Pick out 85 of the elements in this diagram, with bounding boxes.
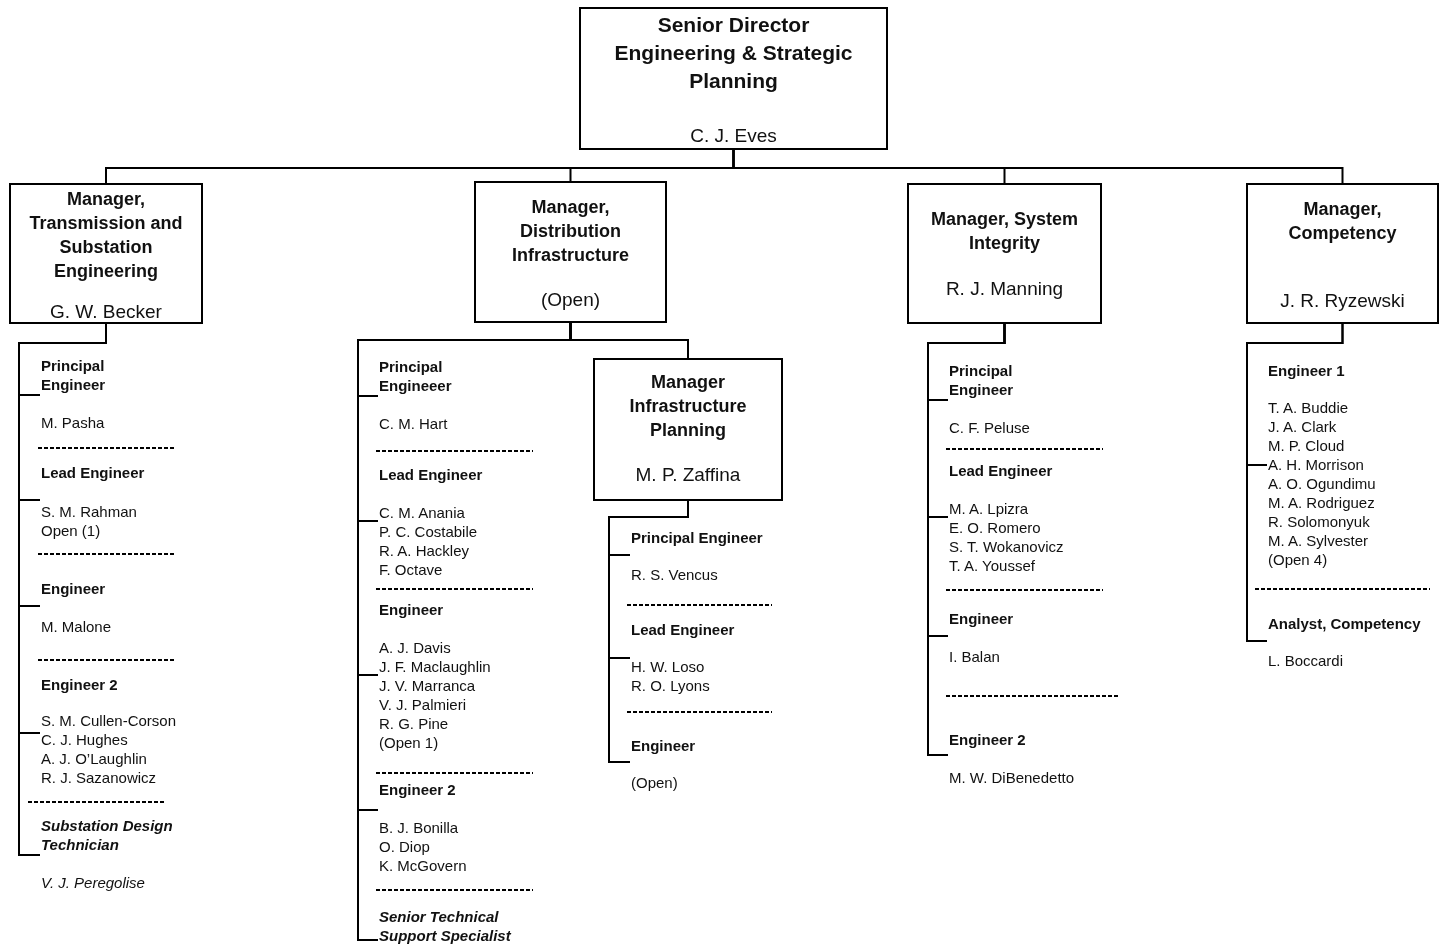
employee-name: M. P. Cloud bbox=[1268, 436, 1345, 455]
employee-name: R. J. Sazanowicz bbox=[41, 768, 157, 787]
employee-name: H. W. Loso bbox=[631, 657, 705, 676]
employee-name: (Open) bbox=[539, 289, 602, 311]
employee-name: (Open 4) bbox=[1268, 550, 1328, 569]
employee-name: I. Balan bbox=[949, 647, 1000, 666]
employee-name: R. A. Hackley bbox=[379, 541, 470, 560]
employee-name: A. J. O’Laughlin bbox=[41, 749, 147, 768]
job-title: Manager, Transmission and Substation Engineering bbox=[28, 188, 184, 283]
employee-name: B. J. Bonilla bbox=[379, 818, 459, 837]
employee-name: F. Octave bbox=[379, 560, 443, 579]
job-title: Senior Technical Support Specialist bbox=[379, 907, 513, 945]
employee-name: (Open 1) bbox=[379, 733, 439, 752]
job-title: Engineer 2 bbox=[949, 730, 1027, 749]
connector-line bbox=[927, 323, 1006, 756]
employee-name: R. J. Manning bbox=[944, 278, 1065, 300]
employee-name: C. M. Hart bbox=[379, 414, 448, 433]
employee-name: S. M. Cullen-Corson bbox=[41, 711, 177, 730]
employee-name: C. J. Eves bbox=[689, 125, 778, 147]
employee-name: G. W. Becker bbox=[49, 301, 163, 323]
employee-name: M. A. Lpizra bbox=[949, 499, 1029, 518]
job-title: Engineer 1 bbox=[1268, 361, 1346, 380]
employee-name: S. M. Rahman bbox=[41, 502, 137, 521]
job-title: Manager Infrastructure Planning bbox=[628, 371, 748, 442]
employee-name: E. O. Romero bbox=[949, 518, 1041, 537]
employee-name: C. M. Anania bbox=[379, 503, 465, 522]
employee-name: T. A. Youssef bbox=[949, 556, 1035, 575]
employee-name: C. J. Hughes bbox=[41, 730, 128, 749]
job-title: Lead Engineer bbox=[41, 463, 146, 482]
connector-line bbox=[732, 149, 1344, 184]
job-title: Principal Engineer bbox=[631, 528, 764, 547]
employee-name: M. A. Sylvester bbox=[1268, 531, 1369, 550]
employee-name: Open (1) bbox=[41, 521, 101, 540]
position-box bbox=[1246, 183, 1439, 324]
job-title: Principal Engineer bbox=[949, 361, 1015, 399]
employee-name: S. T. Wokanovicz bbox=[949, 537, 1064, 556]
position-box bbox=[9, 183, 203, 324]
employee-name: J. F. Maclaughlin bbox=[379, 657, 491, 676]
employee-name: J. A. Clark bbox=[1268, 417, 1337, 436]
employee-name: R. G. Pine bbox=[379, 714, 449, 733]
employee-name: A. H. Morrison bbox=[1268, 455, 1364, 474]
employee-name: M. Pasha bbox=[41, 413, 105, 432]
employee-name: (Open) bbox=[631, 773, 678, 792]
job-title: Engineer bbox=[379, 600, 445, 619]
employee-name: R. Solomonyuk bbox=[1268, 512, 1370, 531]
employee-name: P. C. Costabile bbox=[379, 522, 478, 541]
employee-name: M. Malone bbox=[41, 617, 112, 636]
job-title: Manager, System Integrity bbox=[929, 208, 1080, 255]
job-title: Substation Design Technician bbox=[41, 816, 174, 854]
employee-name: M. A. Rodriguez bbox=[1268, 493, 1375, 512]
job-title: Engineer bbox=[949, 609, 1015, 628]
job-title: Senior Director Engineering & Strategic Planning bbox=[613, 12, 854, 94]
employee-name: M. P. Zaffina bbox=[634, 464, 742, 486]
job-title: Engineer bbox=[631, 736, 697, 755]
job-title: Analyst, Competency bbox=[1268, 614, 1422, 633]
employee-name: C. F. Peluse bbox=[949, 418, 1030, 437]
job-title: Lead Engineer bbox=[631, 620, 736, 639]
employee-name: T. A. Buddie bbox=[1268, 398, 1349, 417]
job-title: Principal Engineeer bbox=[379, 357, 453, 395]
employee-name: R. O. Lyons bbox=[631, 676, 710, 695]
employee-name: J. R. Ryzewski bbox=[1279, 290, 1406, 312]
employee-name: V. J. Palmieri bbox=[379, 695, 466, 714]
position-box bbox=[593, 358, 783, 501]
job-title: Principal Engineer bbox=[41, 356, 107, 394]
employee-name: R. S. Vencus bbox=[631, 565, 718, 584]
employee-name: J. V. Marranca bbox=[379, 676, 476, 695]
job-title: Manager, Distribution Infrastructure bbox=[511, 196, 630, 267]
job-title: Lead Engineer bbox=[379, 465, 484, 484]
connector-line bbox=[608, 500, 689, 763]
employee-name: A. J. Davis bbox=[379, 638, 451, 657]
position-box bbox=[579, 7, 888, 150]
job-title: Manager, Competency bbox=[1287, 198, 1398, 245]
employee-name: A. O. Ogundimu bbox=[1268, 474, 1376, 493]
employee-name: V. J. Peregolise bbox=[41, 873, 145, 892]
position-box bbox=[907, 183, 1102, 324]
employee-name: O. Diop bbox=[379, 837, 430, 856]
job-title: Engineer 2 bbox=[41, 675, 119, 694]
job-title: Engineer bbox=[41, 579, 107, 598]
connector-line bbox=[1246, 323, 1344, 642]
position-box bbox=[474, 181, 667, 323]
employee-name: L. Boccardi bbox=[1268, 651, 1344, 670]
job-title: Lead Engineer bbox=[949, 461, 1054, 480]
employee-name: K. McGovern bbox=[379, 856, 467, 875]
employee-name: M. W. DiBenedetto bbox=[949, 768, 1075, 787]
job-title: Engineer 2 bbox=[379, 780, 457, 799]
